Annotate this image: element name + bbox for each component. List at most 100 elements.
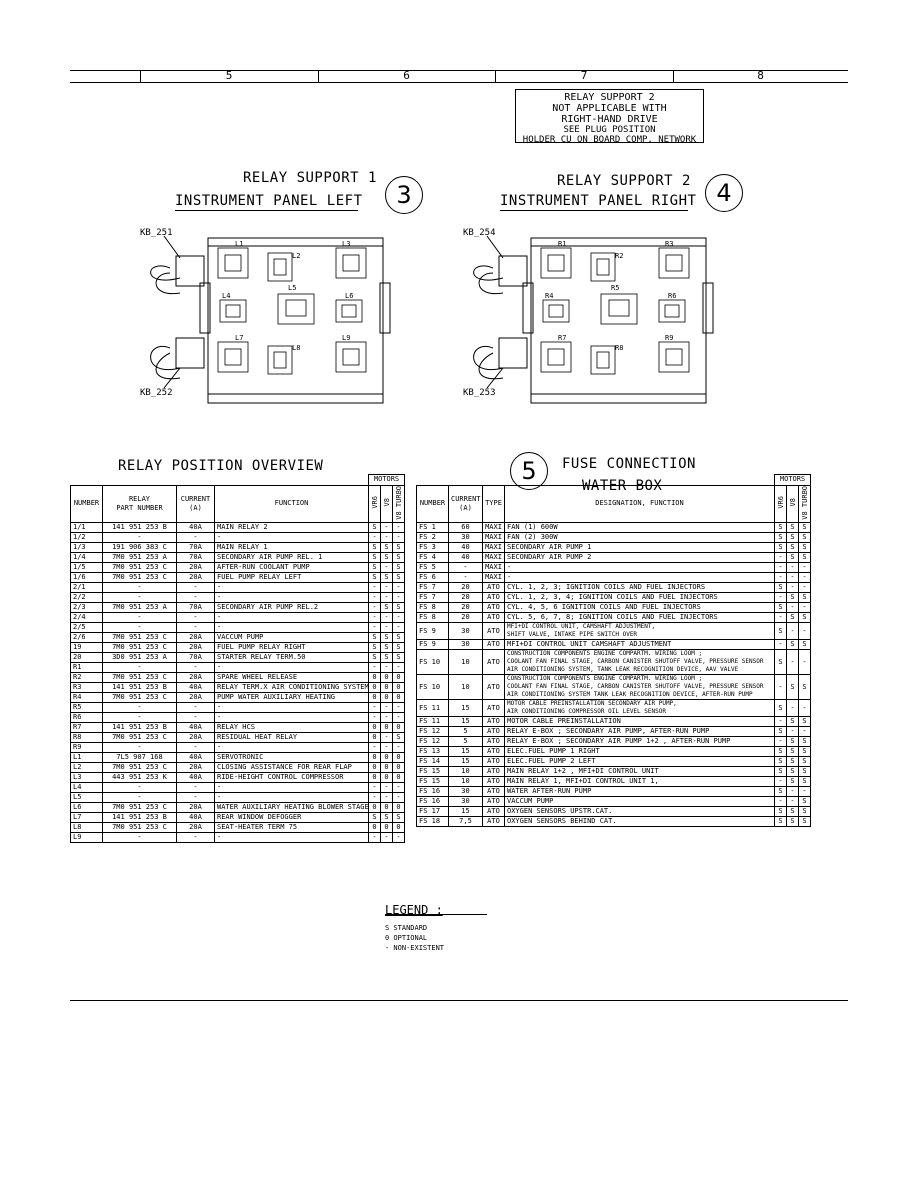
cell-part-number: - (102, 782, 177, 794)
cell-v8-turbo: - (391, 522, 406, 534)
cell-v8: - (380, 742, 393, 754)
cell-line: COOLANT FAN FINAL STAGE, CARBON CANISTER… (507, 683, 764, 691)
table-row: 2/5------ (70, 622, 406, 634)
cell-number: 1/5 (70, 562, 103, 574)
cell-vr6: S (774, 806, 787, 818)
note-line: RIGHT-HAND DRIVE (561, 114, 658, 125)
cell-part-number: 7M0 951 253 C (102, 802, 177, 814)
cell-vr6: - (368, 582, 381, 594)
cell-current: 20A (176, 762, 215, 774)
cell-vr6: S (774, 522, 787, 534)
cell-vr6: S (774, 582, 787, 594)
relay-label-r7: R7 (558, 334, 566, 342)
cell-designation: FAN (1) 600W (504, 522, 775, 534)
cell-current: 30 (448, 532, 483, 544)
cell-function: SPARE WHEEL RELEASE (214, 672, 369, 684)
relay-label-l1: L1 (235, 240, 243, 248)
cell-number: 20 (70, 652, 103, 664)
cell-current: 20A (176, 692, 215, 704)
cell-v8-turbo: S (797, 542, 812, 554)
cell-v8-turbo: - (797, 602, 812, 614)
col-current: CURRENT(A) (448, 484, 483, 524)
cell-type: ATO (482, 716, 505, 728)
cell-v8-turbo: S (391, 732, 406, 744)
relay-label-l7: L7 (235, 334, 243, 342)
cell-number: L5 (70, 792, 103, 804)
cell-designation: CONSTRUCTION COMPONENTS ENGINE COMPARTM.… (504, 674, 775, 701)
cell-part-number: - (102, 702, 177, 714)
cell-v8: - (380, 592, 393, 604)
cell-v8: - (380, 622, 393, 634)
cell-vr6: S (368, 632, 381, 644)
cell-current: 40A (176, 812, 215, 824)
relay-label-r2: R2 (615, 252, 623, 260)
cell-function: MAIN RELAY 1 (214, 542, 369, 554)
cell-function: - (214, 712, 369, 724)
cell-v8-turbo: - (391, 612, 406, 624)
cell-line: MFI+DI CONTROL UNIT, CAMSHAFT ADJUSTMENT… (507, 623, 656, 631)
cell-designation: ELEC.FUEL PUMP 1 RIGHT (504, 746, 775, 758)
cell-part-number: - (102, 742, 177, 754)
cell-v8-turbo: - (391, 712, 406, 724)
cell-v8-turbo: S (797, 674, 812, 701)
cell-v8: - (786, 796, 799, 808)
cell-part-number: 141 951 253 B (102, 522, 177, 534)
cell-current: 5 (448, 726, 483, 738)
relay-label-l2: L2 (292, 252, 300, 260)
cell-vr6: - (368, 702, 381, 714)
cell-current: 40 (448, 542, 483, 554)
cell-current: - (176, 792, 215, 804)
cell-vr6: 0 (368, 822, 381, 834)
cell-vr6: S (368, 642, 381, 654)
cell-number: FS 11 (416, 716, 449, 728)
cell-part-number: 7L5 907 168 (102, 752, 177, 764)
relay-label-r3: R3 (665, 240, 673, 248)
cell-current: 20A (176, 672, 215, 684)
legend-standard: S STANDARD (385, 924, 428, 932)
cell-current: 40A (176, 772, 215, 784)
cell-v8-turbo: S (797, 806, 812, 818)
cell-number: FS 15 (416, 776, 449, 788)
cell-current: 20 (448, 602, 483, 614)
cell-designation: MAIN RELAY 1, MFI+DI CONTROL UNIT 1, (504, 776, 775, 788)
table-row: 2/4------ (70, 612, 406, 624)
cell-number: FS 4 (416, 552, 449, 564)
cell-type: ATO (482, 806, 505, 818)
cell-v8-turbo: 0 (391, 762, 406, 774)
cell-number: FS 9 (416, 639, 449, 651)
col-v8-text: V8 (383, 498, 391, 507)
cell-vr6: 0 (368, 762, 381, 774)
legend-underline (385, 914, 487, 915)
cell-v8: - (380, 792, 393, 804)
relay-label-r8: R8 (615, 344, 623, 352)
cell-number: L7 (70, 812, 103, 824)
legend-optional: 0 OPTIONAL (385, 934, 428, 942)
cell-v8: S (380, 572, 393, 584)
cell-designation: RELAY E-BOX ; SECONDARY AIR PUMP 1+2 , A… (504, 736, 775, 748)
cell-v8-turbo: S (797, 746, 812, 758)
cell-part-number: 141 951 253 B (102, 812, 177, 824)
cell-vr6: S (774, 602, 787, 614)
cell-current: 40A (176, 722, 215, 734)
cell-v8-turbo: - (797, 622, 812, 641)
cell-type: MAXI (482, 552, 505, 564)
cell-number: L1 (70, 752, 103, 764)
cell-current: - (176, 832, 215, 844)
cell-number: FS 2 (416, 532, 449, 544)
cell-v8: - (380, 732, 393, 744)
cell-v8-turbo: 0 (391, 722, 406, 734)
cell-current: - (176, 582, 215, 594)
cell-designation: CYL. 1, 2, 3; IGNITION COILS AND FUEL IN… (504, 582, 775, 594)
cell-v8: 0 (380, 672, 393, 684)
cell-part-number: 191 906 383 C (102, 542, 177, 554)
